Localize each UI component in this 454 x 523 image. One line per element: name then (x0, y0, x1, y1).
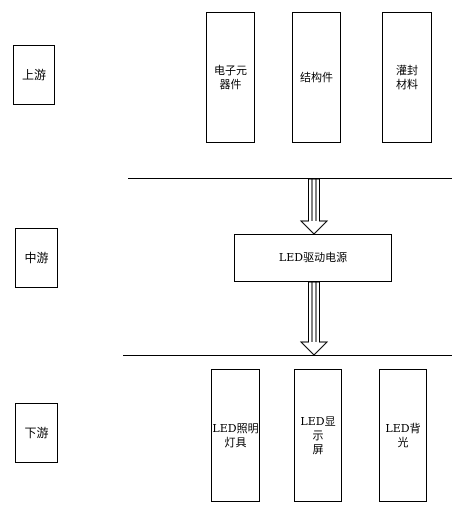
stage-midstream-label: 中游 (24, 251, 49, 265)
midstream-item-label: LED驱动电源 (278, 251, 348, 264)
downstream-item-led-display: LED显示 屏 (294, 369, 342, 502)
downstream-item-label: LED背光 (385, 421, 421, 449)
upstream-item-potting-material: 灌封 材料 (382, 12, 432, 143)
upstream-item-label: 结构件 (300, 70, 333, 84)
downstream-item-led-lighting: LED照明 灯具 (211, 369, 260, 502)
downstream-item-label: LED照明 灯具 (212, 421, 259, 449)
upstream-item-label: 电子元 器件 (214, 63, 247, 91)
stage-downstream-label: 下游 (24, 426, 49, 440)
stage-downstream: 下游 (15, 403, 58, 463)
flow-arrow-down-upper (299, 178, 329, 235)
stage-upstream: 上游 (13, 45, 55, 105)
downstream-item-label: LED显示 屏 (300, 414, 336, 456)
stage-midstream: 中游 (15, 228, 58, 288)
downstream-item-led-backlight: LED背光 (379, 369, 427, 502)
upstream-item-label: 灌封 材料 (396, 63, 418, 91)
lower-divider-line (123, 355, 452, 356)
stage-upstream-label: 上游 (21, 68, 46, 82)
upstream-item-structural-parts: 结构件 (292, 12, 341, 143)
flow-arrow-down-lower (299, 281, 329, 356)
upper-divider-line (128, 178, 452, 179)
upstream-item-electronic-components: 电子元 器件 (206, 12, 255, 143)
midstream-item-led-driver-power: LED驱动电源 (234, 234, 392, 282)
